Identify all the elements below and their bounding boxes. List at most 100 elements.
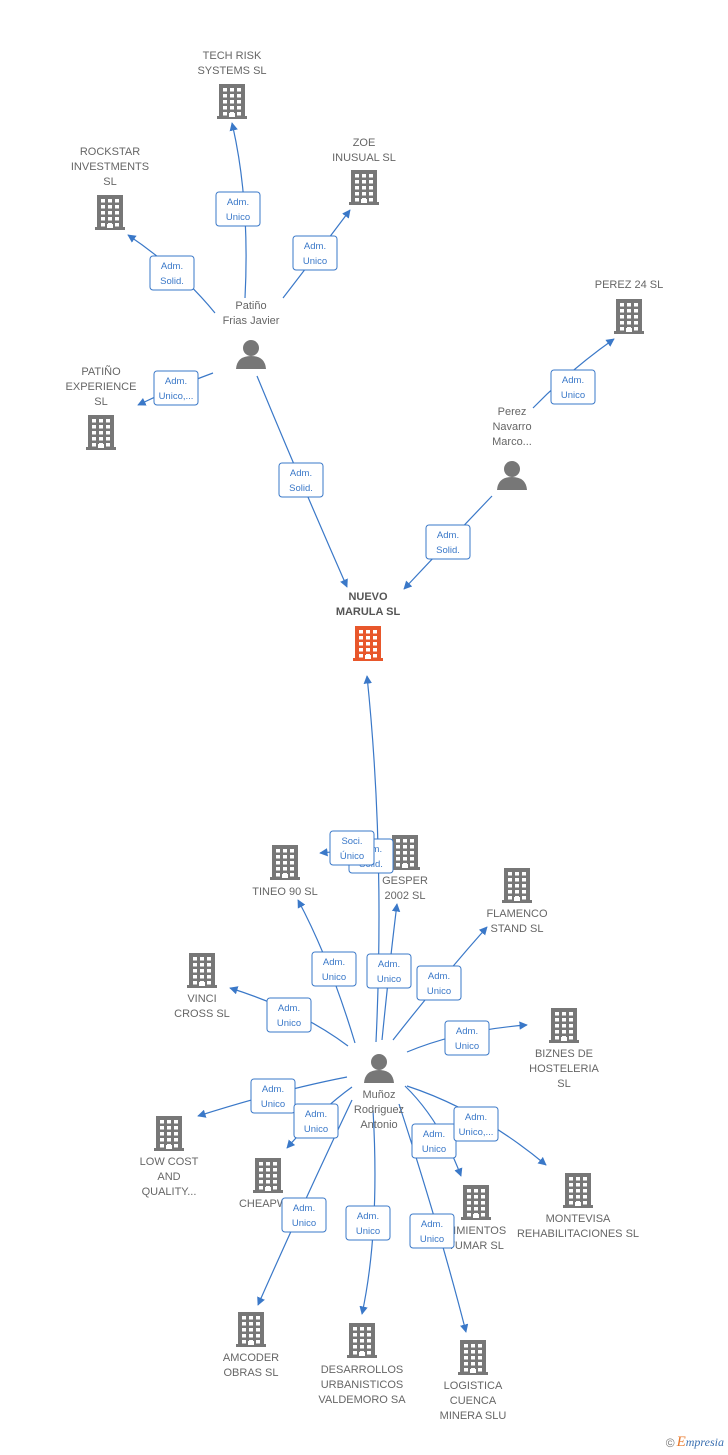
edge-label-munoz-vinci[interactable]: Adm.Unico — [266, 997, 312, 1033]
node-label: PEREZ 24 SL — [595, 279, 663, 291]
node-label: ZOE — [353, 137, 376, 149]
edge-label-line: Adm. — [357, 1211, 379, 1222]
edge-label-line: Unico — [422, 1144, 446, 1155]
edge-label-munoz-flamenco[interactable]: Adm. Unico — [416, 965, 462, 1001]
edge-label-line: Único — [340, 851, 364, 862]
edge-label-gesper-tineo[interactable]: Soci. Único — [329, 830, 375, 866]
edge-label-line: Adm. — [456, 1026, 478, 1037]
edge-label-line: Unico — [261, 1099, 285, 1110]
edge-label-line: Unico,... — [459, 1127, 494, 1138]
person-icon — [236, 340, 266, 369]
copyright-icon: © — [665, 1435, 675, 1450]
edge-label-patino-zoe[interactable]: Adm.Unico — [292, 235, 338, 271]
node-perez24[interactable]: PEREZ 24 SL — [595, 279, 663, 334]
edge-label-munoz-biznes[interactable]: Adm.Unico — [444, 1020, 490, 1056]
node-label: STAND SL — [491, 923, 544, 935]
edge-label-box — [409, 1213, 455, 1249]
node-label: Patiño — [235, 300, 266, 312]
edge-label-patino-rock[interactable]: Adm.Solid. — [149, 255, 195, 291]
edge-label-pereznav-main[interactable]: Adm.Solid. — [425, 524, 471, 560]
edge-label-line: Unico — [322, 972, 346, 983]
node-label: FLAMENCO — [486, 908, 548, 920]
edge-label-box — [345, 1205, 391, 1241]
node-flamenco[interactable]: FLAMENCO STAND SL — [486, 868, 548, 935]
node-label: CROSS SL — [174, 1008, 230, 1020]
edge-label-munoz-tineo[interactable]: Adm. Unico — [311, 951, 357, 987]
edge-label-patino-main[interactable]: Adm.Solid. — [278, 462, 324, 498]
node-pereznav[interactable]: PerezNavarroMarco... — [492, 406, 532, 490]
node-lowcost[interactable]: LOW COSTANDQUALITY... — [140, 1116, 199, 1198]
edge-label-line: Unico — [226, 212, 250, 223]
edge-label-line: Unico — [561, 390, 585, 401]
edge-label-box — [425, 524, 471, 560]
node-label: LOGISTICA — [444, 1380, 503, 1392]
edge-label-line: Soci. — [341, 836, 362, 847]
footer-brand[interactable]: © Empresia — [666, 1434, 724, 1451]
edge-label-munoz-cheap[interactable]: Adm.Unico — [293, 1103, 339, 1139]
edge-labels-layer: Adm.UnicoAdm.Solid.Adm.UnicoAdm.Unico,..… — [149, 191, 596, 1249]
edge-label-munoz-movim[interactable]: Adm.Unico — [411, 1123, 457, 1159]
node-label: OBRAS SL — [223, 1367, 278, 1379]
edge-label-box — [329, 830, 375, 866]
node-label: SL — [557, 1078, 570, 1090]
edge-label-line: Adm. — [165, 376, 187, 387]
building-icon — [549, 1008, 579, 1043]
edge-label-line: Unico — [292, 1218, 316, 1229]
edge-label-munoz-logist[interactable]: Adm.Unico — [409, 1213, 455, 1249]
edge-label-box — [453, 1106, 499, 1142]
building-icon — [563, 1173, 593, 1208]
node-label: 2002 SL — [385, 890, 426, 902]
edge-label-line: Unico,... — [159, 391, 194, 402]
building-icon — [347, 1323, 377, 1358]
person-icon — [497, 461, 527, 490]
building-icon — [95, 195, 125, 230]
edge-label-line: Adm. — [428, 971, 450, 982]
node-label: VIMIENTOS — [446, 1225, 506, 1237]
edge-label-patino-patexp[interactable]: Adm. Unico,... — [153, 370, 199, 406]
edge-label-box — [311, 951, 357, 987]
building-icon — [349, 170, 379, 205]
edge-label-munoz-montevisa[interactable]: Adm.Unico,... — [453, 1106, 499, 1142]
edge-label-line: Adm. — [323, 957, 345, 968]
edge-label-box — [281, 1197, 327, 1233]
edge-label-pereznav-perez24[interactable]: Adm.Unico — [550, 369, 596, 405]
building-icon — [187, 953, 217, 988]
edge-label-line: Adm. — [227, 197, 249, 208]
edge-label-line: Adm. — [161, 261, 183, 272]
edge-label-box — [550, 369, 596, 405]
edge-label-box — [149, 255, 195, 291]
edge-label-line: Unico — [427, 986, 451, 997]
edge-label-munoz-desarr[interactable]: Adm.Unico — [345, 1205, 391, 1241]
building-icon — [502, 868, 532, 903]
edge-label-munoz-amcoder[interactable]: Adm.Unico — [281, 1197, 327, 1233]
edge-label-line: Adm. — [421, 1219, 443, 1230]
node-label: INUSUAL SL — [332, 152, 396, 164]
brand-logo[interactable]: Empresia — [676, 1434, 724, 1450]
edge-label-munoz-gesper[interactable]: Adm.Unico — [366, 953, 412, 989]
edge-label-box — [266, 997, 312, 1033]
node-label: CUENCA — [450, 1395, 497, 1407]
node-zoe[interactable]: ZOE INUSUAL SL — [332, 137, 396, 205]
node-label: ROCKSTAR — [80, 146, 140, 158]
node-tineo[interactable]: TINEO 90 SL — [252, 845, 318, 898]
node-label: REHABILITACIONES SL — [517, 1228, 639, 1240]
node-label: NUEVO — [348, 591, 388, 603]
node-label: Muñoz — [362, 1089, 395, 1101]
edge-label-patino-tech[interactable]: Adm. Unico — [215, 191, 261, 227]
edge-label-munoz-lowcost[interactable]: Adm.Unico — [250, 1078, 296, 1114]
person-icon — [364, 1054, 394, 1083]
